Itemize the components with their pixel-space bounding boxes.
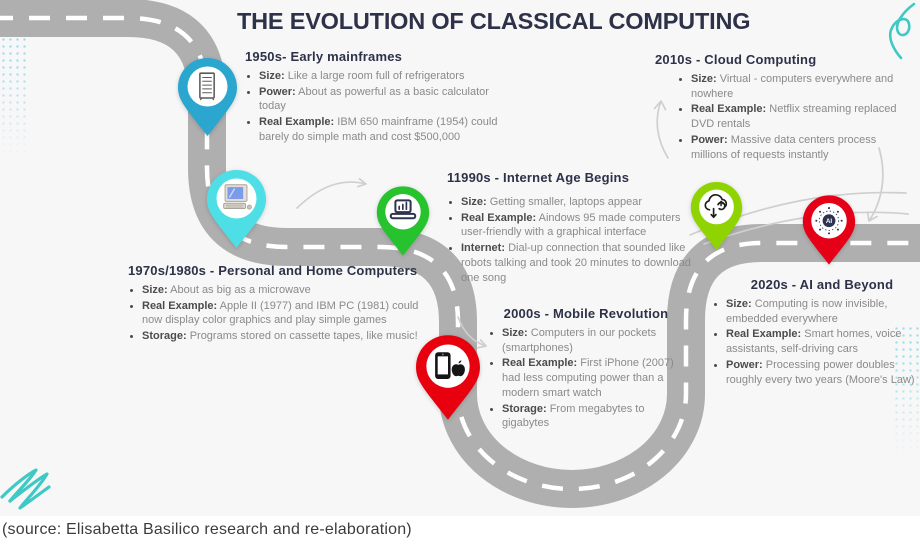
milestone-2010s: 2010s - Cloud Computing Size: Virtual - … [655,52,903,163]
pin-2000s [415,334,481,421]
bullet-label: Real Example: [726,328,802,341]
arrow-to-2000s [457,316,487,349]
milestone-heading: 1950s- Early mainframes [245,49,403,64]
bullet-text: IBM 650 mainframe (1954) could barely do… [259,116,498,143]
pin-1970s [205,169,268,249]
bullet-label: Real Example: [142,299,218,312]
retro-computer-icon [223,184,252,210]
bullet-text: Processing power doubles roughly every t… [726,358,915,386]
bullet-label: Real Example: [691,103,767,116]
bullet-item: Real Example: IBM 650 mainframe (1954) c… [259,115,509,144]
pin-1990s [376,180,430,262]
arrow-to-2010s [653,100,669,159]
pin-1950s [174,57,241,137]
bullet-label: Size: [726,298,752,310]
arrow-to-1990s [296,177,367,209]
milestone-bullets: Size: About as big as a microwave Real E… [128,283,426,344]
bullet-item: Internet: Dial-up connection that sounde… [461,241,707,285]
bullet-label: Power: [726,358,763,371]
bullet-text: Getting smaller, laptops appear [489,196,643,208]
bullet-text: Like a large room full of refrigerators [287,70,465,82]
bullet-label: Size: [142,284,168,296]
bullet-text: Computing is now invisible, embedded eve… [726,298,888,325]
milestone-bullets: Size: Like a large room full of refriger… [245,69,509,145]
smartphone-icon [435,352,465,380]
bullet-text: Massive data centers process millions of… [691,133,877,161]
bullet-item: Power: About as powerful as a basic calc… [259,85,509,114]
bullet-item: Size: Like a large room full of refriger… [259,69,509,84]
laptop-icon [389,199,417,220]
bullet-label: Storage: [142,330,187,343]
milestone-bullets: Size: Virtual - computers everywhere and… [677,72,903,162]
page-title: THE EVOLUTION OF CLASSICAL COMPUTING [237,8,751,34]
bullet-item: Size: Computers in our pockets (smartpho… [502,326,684,355]
bullet-label: Power: [259,85,296,98]
road [0,0,920,508]
bullet-item: Real Example: Apple II (1977) and IBM PC… [142,299,426,328]
mainframe-icon [199,72,215,101]
pin-2020s: AI [802,191,856,269]
milestone-1950s: 1950s- Early mainframes Size: Like a lar… [245,49,509,146]
bullet-item: Power: Processing power doubles roughly … [726,358,920,387]
milestone-heading: 1970s/1980s - Personal and Home Computer… [128,263,418,278]
pin-2010s [690,175,743,257]
bullet-label: Size: [691,73,717,85]
milestone-1970s: 1970s/1980s - Personal and Home Computer… [128,263,426,345]
dot-pattern-top-left [0,36,30,158]
bullet-label: Size: [259,70,285,82]
milestone-heading: 2010s - Cloud Computing [655,52,817,67]
milestone-heading: 2020s - AI and Beyond [750,277,894,292]
bullet-text: From megabytes to gigabytes [502,402,645,430]
bullet-label: Power: [691,133,728,146]
arrow-to-2020s [866,147,884,222]
bullet-text: Programs stored on cassette tapes, like … [189,330,418,343]
milestone-bullets: Size: Computers in our pockets (smartpho… [488,326,684,431]
teal-scribble-top-right [888,2,916,60]
milestone-2000s: 2000s - Mobile Revolution Size: Computer… [488,306,684,432]
bullet-label: Storage: [502,402,547,415]
bullet-item: Storage: Programs stored on cassette tap… [142,329,426,344]
bullet-label: Real Example: [259,116,335,129]
milestone-1990s: 11990s - Internet Age Begins Size: Getti… [447,170,707,286]
milestone-bullets: Size: Computing is now invisible, embedd… [712,297,920,387]
bullet-label: Real Example: [502,357,578,370]
bullet-item: Size: Computing is now invisible, embedd… [726,297,920,326]
bullet-text: Virtual - computers everywhere and nowhe… [691,73,894,100]
bullet-label: Internet: [461,242,505,255]
milestone-bullets: Size: Getting smaller, laptops appear Re… [447,195,707,285]
bullet-label: Real Example: [461,211,537,224]
bullet-label: Size: [461,196,487,208]
milestone-heading: 11990s - Internet Age Begins [447,170,630,185]
bullet-item: Real Example: Smart homes, voice assista… [726,327,920,356]
ai-label: AI [826,218,833,225]
bullet-item: Size: Getting smaller, laptops appear [461,195,707,210]
bullet-item: Storage: From megabytes to gigabytes [502,402,684,431]
milestone-2020s: 2020s - AI and Beyond Size: Computing is… [712,277,920,388]
bullet-text: Smart homes, voice assistants, self-driv… [726,328,902,356]
bullet-text: Apple II (1977) and IBM PC (1981) could … [142,299,419,327]
bullet-text: Dial-up connection that sounded like rob… [461,242,691,284]
bullet-text: About as big as a microwave [170,284,311,296]
road-center-line [0,15,920,492]
bullet-item: Real Example: Netflix streaming replaced… [691,102,903,131]
dot-pattern-right [893,325,920,457]
teal-scribble-bottom-left [0,468,51,510]
cloud-upload-icon [704,193,728,219]
bullet-item: Size: About as big as a microwave [142,283,426,298]
bullet-item: Power: Massive data centers process mill… [691,133,903,162]
bullet-label: Size: [502,327,528,339]
bullet-text: First iPhone (2007) had less computing p… [502,357,674,399]
bullet-text: Aindows 95 made computers user-friendly … [461,211,681,239]
bullet-item: Size: Virtual - computers everywhere and… [691,72,903,101]
milestone-heading: 2000s - Mobile Revolution [503,306,669,321]
bullet-item: Real Example: First iPhone (2007) had le… [502,356,684,400]
ai-chip-icon: AI [815,207,843,235]
apple-logo-icon [451,360,465,377]
bullet-item: Real Example: Aindows 95 made computers … [461,211,707,240]
bullet-text: Computers in our pockets (smartphones) [502,327,657,354]
bullet-text: Netflix streaming replaced DVD rentals [691,103,897,131]
bullet-text: About as powerful as a basic calculator … [259,85,489,113]
source-caption: (source: Elisabetta Basilico research an… [2,521,412,538]
